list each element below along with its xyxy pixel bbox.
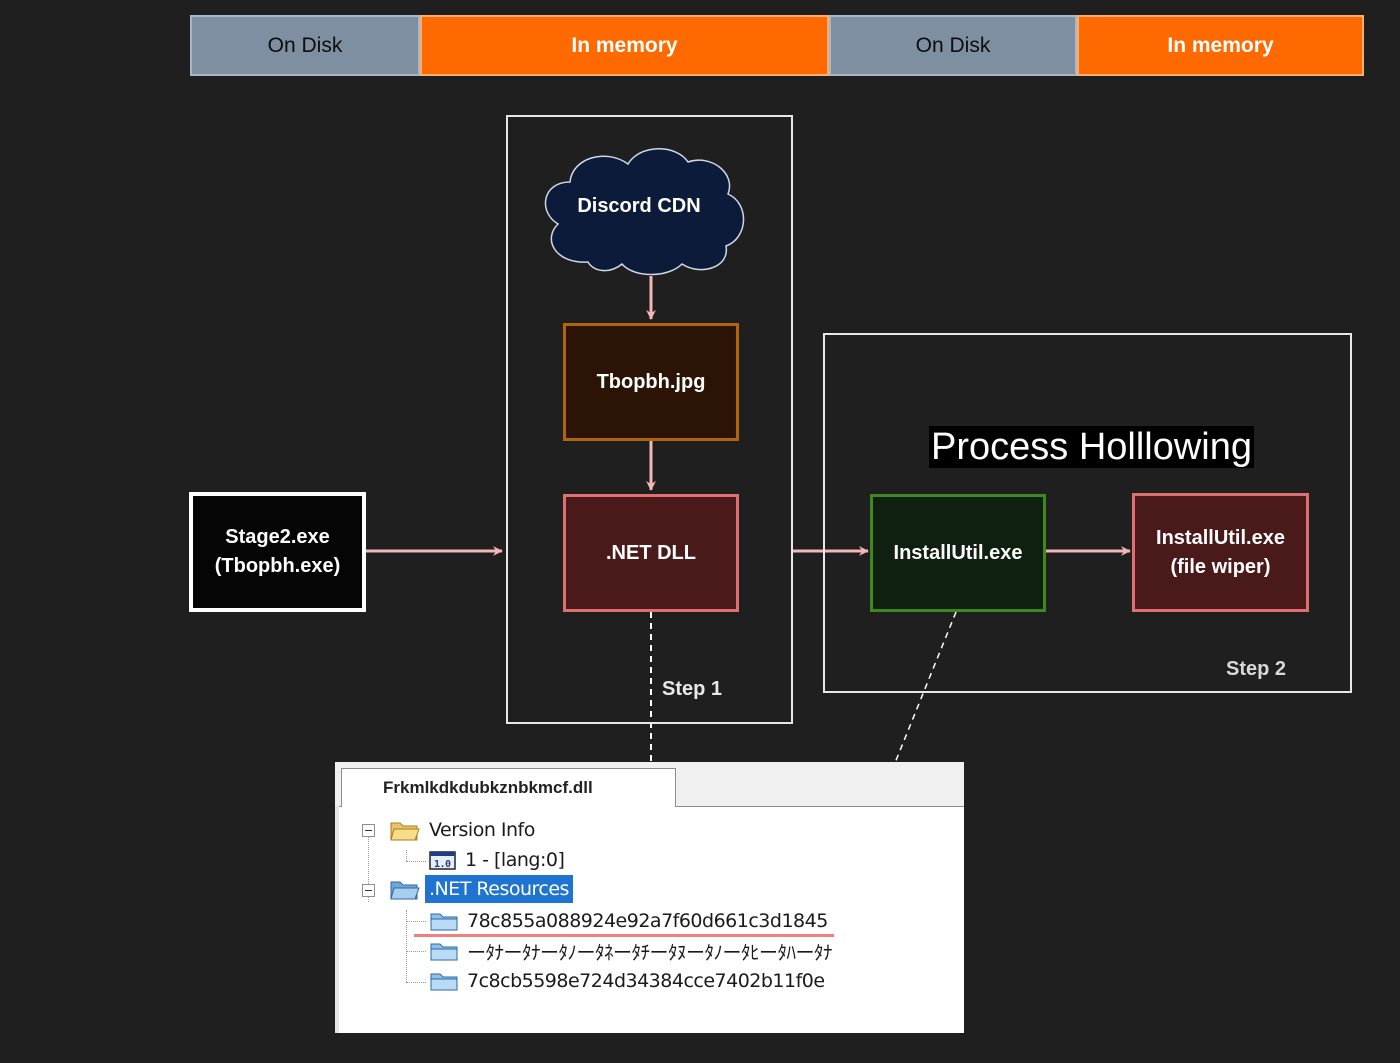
step2-label: Step 2 [1226,658,1287,680]
banner-on-disk-2: On Disk [829,15,1077,76]
stage2-exe-node: Stage2.exe (Tbopbh.exe) [189,492,366,612]
resource-1-highlight-underline [414,934,834,937]
resource-tree: Version Info 1.0 1 - [lang:0] .NET Resou… [335,806,968,1033]
tree-item-net-resources[interactable]: .NET Resources [389,875,573,903]
net-resources-label: .NET Resources [425,875,573,903]
tree-branch-version-item [406,861,426,862]
collapse-version-info-icon[interactable] [362,824,375,837]
tree-branch-res-1 [406,921,426,922]
banner-in-memory-2: In memory [1077,15,1364,76]
file-wiper-desc: (file wiper) [1170,555,1271,578]
resource-2-name: ーﾀﾅーﾀﾅーﾀﾉーﾀﾈーﾀﾁーﾀﾇーﾀﾉーﾀﾋーﾀﾊーﾀﾅ [467,941,833,964]
folder-icon [430,943,458,961]
tab-dll-file[interactable]: Frkmlkdkdubkznbkmcf.dll [341,768,676,807]
svg-text:1.0: 1.0 [434,859,451,870]
tree-guide-version [406,850,407,861]
folder-icon [430,973,458,991]
collapse-net-resources-icon[interactable] [362,884,375,897]
step1-frame [506,115,793,724]
process-hollowing-title: Process Holllowing [929,426,1255,468]
resource-3-name: 7c8cb5598e724d34384cce7402b11f0e [467,970,825,992]
tree-item-version-lang[interactable]: 1.0 1 - [lang:0] [429,847,565,873]
file-wiper-name: InstallUtil.exe [1156,526,1285,549]
discord-cdn-cloud [544,148,745,276]
tree-branch-res-3 [406,982,426,983]
folder-icon [430,913,458,931]
stage2-alias: (Tbopbh.exe) [214,555,341,577]
explorer-tab-bar: Frkmlkdkdubkznbkmcf.dll [335,762,964,807]
resource-explorer-panel: Frkmlkdkdubkznbkmcf.dll Version Info 1.0 [335,762,964,1033]
tree-item-version-info[interactable]: Version Info [389,817,535,843]
tree-item-resource-2[interactable]: ーﾀﾅーﾀﾅーﾀﾉーﾀﾈーﾀﾁーﾀﾇーﾀﾉーﾀﾋーﾀﾊーﾀﾅ [429,938,833,964]
version-lang-label: 1 - [lang:0] [465,849,565,871]
tree-item-resource-1[interactable]: 78c855a088924e92a7f60d661c3d1845 [429,908,828,934]
discord-cdn-label: Discord CDN [577,194,701,217]
tree-guide-resources [406,910,407,982]
tree-item-resource-3[interactable]: 7c8cb5598e724d34384cce7402b11f0e [429,968,825,994]
stage2-name: Stage2.exe [225,526,330,548]
folder-open-icon [390,822,420,841]
resource-1-name: 78c855a088924e92a7f60d661c3d1845 [467,910,828,932]
tree-guide-root [368,834,369,902]
version-resource-icon: 1.0 [429,851,456,870]
step1-label: Step 1 [662,678,723,700]
tree-branch-res-2 [406,951,426,952]
process-hollowing-text: Process Holllowing [929,426,1255,468]
banner-in-memory-1: In memory [420,15,829,76]
file-wiper-node: InstallUtil.exe (file wiper) [1132,493,1309,612]
tbopbh-jpg-node: Tbopbh.jpg [563,323,739,441]
version-info-label: Version Info [429,819,535,841]
folder-open-blue-icon [390,881,420,900]
step2-frame [823,333,1352,693]
installutil-node: InstallUtil.exe [870,494,1046,612]
dashed-installutil-to-explorer [877,611,957,806]
net-dll-node: .NET DLL [563,494,739,612]
banner-on-disk-1: On Disk [190,15,420,76]
